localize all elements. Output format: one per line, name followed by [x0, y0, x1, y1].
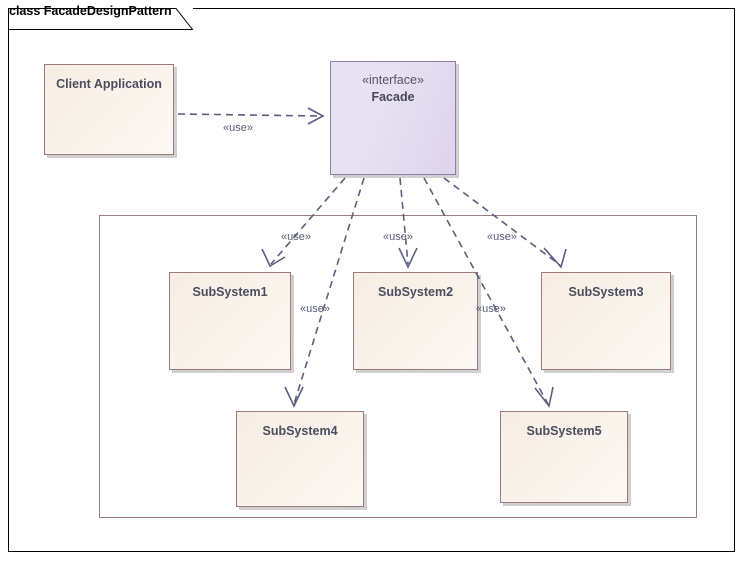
connector-label-facade-subsystem5: «use» [476, 303, 506, 315]
node-client-application-label: Client Application [56, 77, 162, 91]
node-subsystem1-label: SubSystem1 [192, 285, 268, 299]
node-subsystem4[interactable]: SubSystem4 [236, 411, 364, 507]
node-client-application[interactable]: Client Application [44, 64, 174, 155]
page-title: class FacadeDesignPattern [9, 4, 172, 18]
node-facade-label: Facade [371, 90, 415, 104]
title-tab-shape [8, 8, 193, 30]
node-facade-stereotype: «interface» [362, 73, 424, 87]
node-subsystem5[interactable]: SubSystem5 [500, 411, 628, 503]
node-facade[interactable]: «interface» Facade [330, 61, 456, 175]
connector-label-facade-subsystem4: «use» [300, 303, 330, 315]
node-subsystem5-label: SubSystem5 [526, 424, 602, 438]
connector-label-facade-subsystem3: «use» [487, 231, 517, 243]
connector-label-facade-subsystem2: «use» [383, 231, 413, 243]
node-subsystem1[interactable]: SubSystem1 [169, 272, 291, 370]
node-subsystem3[interactable]: SubSystem3 [541, 272, 671, 370]
node-subsystem2-label: SubSystem2 [377, 285, 454, 299]
connector-label-client-facade: «use» [223, 122, 253, 134]
node-subsystem3-label: SubSystem3 [568, 285, 644, 299]
connector-label-facade-subsystem1: «use» [281, 231, 311, 243]
node-subsystem2[interactable]: SubSystem2 [353, 272, 478, 370]
subsystem-group-container [99, 215, 697, 518]
node-subsystem4-label: SubSystem4 [262, 424, 338, 438]
diagram-title-tab[interactable] [8, 8, 193, 30]
